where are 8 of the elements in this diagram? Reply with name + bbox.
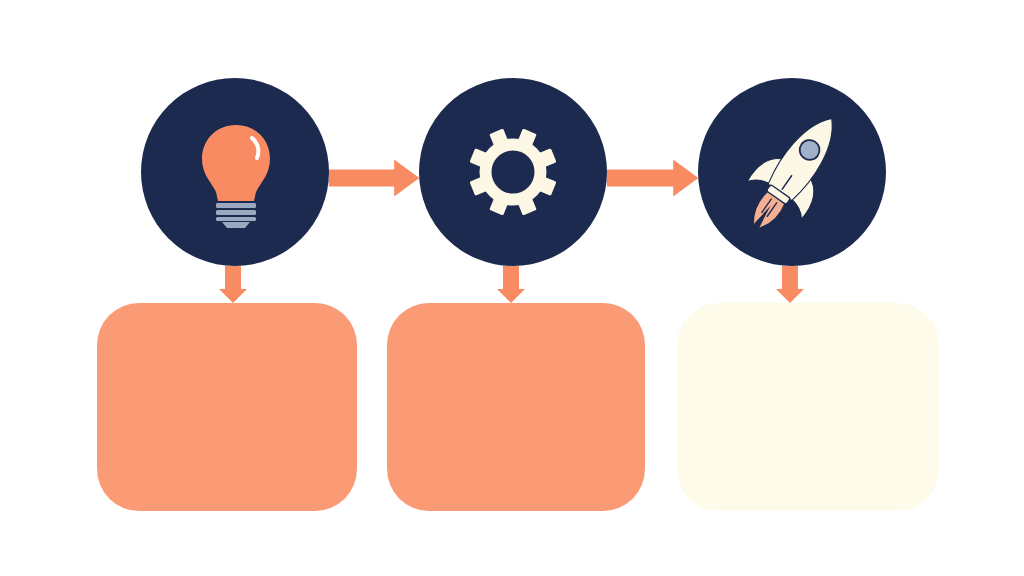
arrow [497,266,525,303]
arrow [606,159,699,197]
rounded-panel [677,303,939,511]
rounded-panel [387,303,645,511]
rounded-panel [97,303,357,511]
arrow [776,266,804,303]
arrow [219,266,247,303]
arrow [328,159,420,197]
